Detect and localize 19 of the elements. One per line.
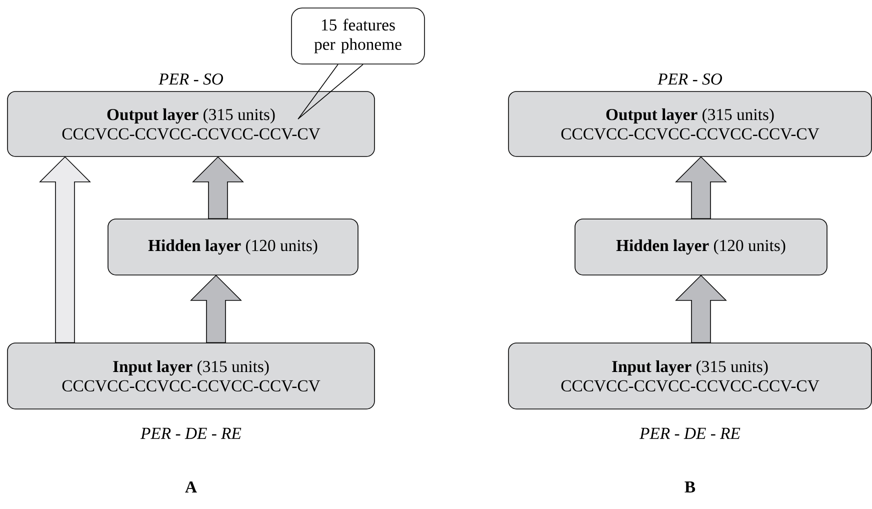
bubble-pointer [298,64,364,120]
speech-bubble: 15 features per phoneme [291,8,425,64]
block-arrow [675,274,727,343]
layer-box: Hidden layer (120 units) [108,218,358,276]
layer-box: Input layer (315 units) CCCVCC-CCVCC-CCVCC-CCV-CV [508,342,872,410]
block-arrow [192,156,244,219]
block-arrow [675,156,727,219]
layer-caption: PER - DE - RE [140,428,242,439]
layer-box: Output layer (315 units) CCCVCC-CCVCC-CCVCC-CCV-CV [508,91,872,157]
block-arrow [190,274,242,343]
block-arrow [39,156,91,343]
layer-caption: PER - DE - RE [639,428,740,439]
layer-caption: PER - SO [158,74,224,85]
panel-label: A [185,482,197,492]
layer-box: Input layer (315 units) CCCVCC-CCVCC-CCVCC-CCV-CV [7,342,375,410]
layer-box: Hidden layer (120 units) [574,218,828,276]
layer-box: Output layer (315 units) CCCVCC-CCVCC-CCVCC-CCV-CV [7,91,375,157]
layer-caption: PER - SO [658,74,722,85]
panel-label: B [684,482,696,492]
